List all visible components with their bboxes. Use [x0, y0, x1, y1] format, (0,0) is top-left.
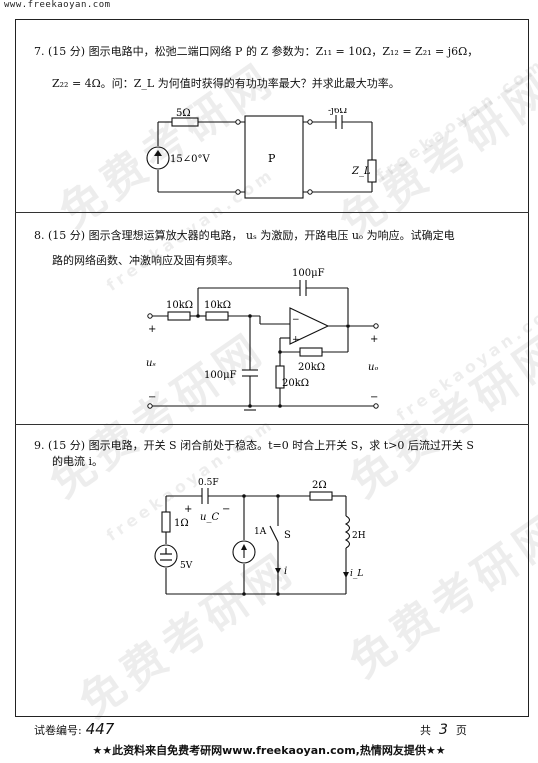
q8-uo-plus: +: [370, 334, 378, 345]
q8-uo-label: uₒ: [368, 362, 378, 373]
q9-cap-label: 0.5F: [198, 478, 219, 488]
q9-ind-label: 2H: [352, 531, 366, 541]
q9-r1-label: 1Ω: [174, 518, 189, 529]
q8-line1: 8. (15 分) 图示含理想运算放大器的电路， uₛ 为激励，开路电压 uₒ …: [34, 229, 455, 242]
q8-rgnd-label: 20kΩ: [282, 378, 309, 389]
q8-line2: 路的网络函数、冲激响应及固有频率。: [52, 254, 239, 267]
q8-r1-label: 10kΩ: [166, 300, 193, 311]
site-url[interactable]: www.freekaoyan.com: [4, 0, 111, 10]
q8-opamp: [289, 307, 330, 345]
page-total-value: 3: [439, 722, 448, 738]
q8-opamp-plus: +: [292, 335, 300, 345]
q7-line2: Z₂₂ = 4Ω。问：Z_L 为何值时获得的有功功率最大？并求此最大功率。: [52, 77, 400, 90]
q8-r2: [205, 311, 229, 321]
q9-uc-label: u_C: [200, 512, 219, 523]
page-unit: 页: [455, 724, 467, 737]
page-total-label: 共: [420, 724, 431, 737]
q8-ctop-label: 100μF: [292, 268, 325, 279]
q9-vs-label: 5V: [180, 561, 193, 571]
q8-circuit: 100μF 10kΩ 10kΩ 20kΩ 100μF 20kΩ − + + uₛ…: [146, 268, 379, 411]
q9-r2-label: 2Ω: [312, 480, 327, 491]
divider: [15, 424, 529, 425]
q7-network-box: [244, 115, 304, 199]
q9-il-label: i_L: [350, 569, 363, 579]
q7-r1: [171, 117, 199, 127]
q9-r2: [309, 491, 333, 501]
source-banner: ★★此资料来自免费考研网www.freekaoyan.com,热情网友提供★★: [92, 744, 446, 757]
q9-inductor: [344, 515, 351, 549]
divider: [15, 212, 529, 213]
q8-cgnd-label: 100μF: [204, 370, 237, 381]
page-frame: [15, 19, 529, 717]
q9-cap-minus: −: [222, 504, 230, 515]
q9-is-label: 1A: [254, 527, 267, 537]
q9-r1: [161, 511, 171, 533]
q9-sw-label: S: [284, 530, 291, 541]
q7-load-label: Z_L: [351, 166, 371, 177]
q8-uo-minus: −: [370, 392, 378, 403]
q7-circuit: 5Ω 15∠0°V P -j6Ω Z_L: [146, 108, 377, 199]
q8-rfb: [299, 347, 323, 357]
exam-code: 试卷编号:447: [34, 720, 114, 738]
exam-code-value: 447: [85, 720, 115, 738]
q8-us-minus: −: [148, 392, 156, 403]
q9-line1: 9. (15 分) 图示电路，开关 S 闭合前处于稳态。t=0 时合上开关 S，…: [34, 439, 474, 452]
q8-rfb-label: 20kΩ: [298, 362, 325, 373]
q9-circuit: 0.5F + u_C − 1Ω 5V 1A S i 2Ω 2H i_L: [154, 478, 366, 596]
q9-line2: 的电流 i。: [52, 455, 104, 468]
q9-switch: [269, 525, 279, 543]
q9-vs: [154, 544, 178, 568]
q7-line1: 7. (15 分) 图示电路中，松弛二端口网络 P 的 Z 参数为：Z₁₁ = …: [34, 45, 479, 58]
q8-r2-label: 10kΩ: [204, 300, 231, 311]
q8-r1: [167, 311, 191, 321]
q8-us-plus: +: [148, 324, 156, 335]
exam-code-label: 试卷编号:: [34, 724, 82, 737]
q8-us-label: uₛ: [146, 358, 156, 369]
q9-i-label: i: [284, 566, 287, 577]
q7-source-label: 15∠0°V: [170, 154, 210, 165]
q7-r1-label: 5Ω: [176, 108, 191, 119]
q9-is: [232, 540, 256, 564]
q7-source: [146, 146, 170, 170]
q8-opamp-minus: −: [292, 315, 300, 325]
q7-cap-label: -j6Ω: [328, 108, 347, 116]
q9-cap-plus: +: [184, 504, 192, 515]
q7-network-label: P: [268, 152, 276, 165]
